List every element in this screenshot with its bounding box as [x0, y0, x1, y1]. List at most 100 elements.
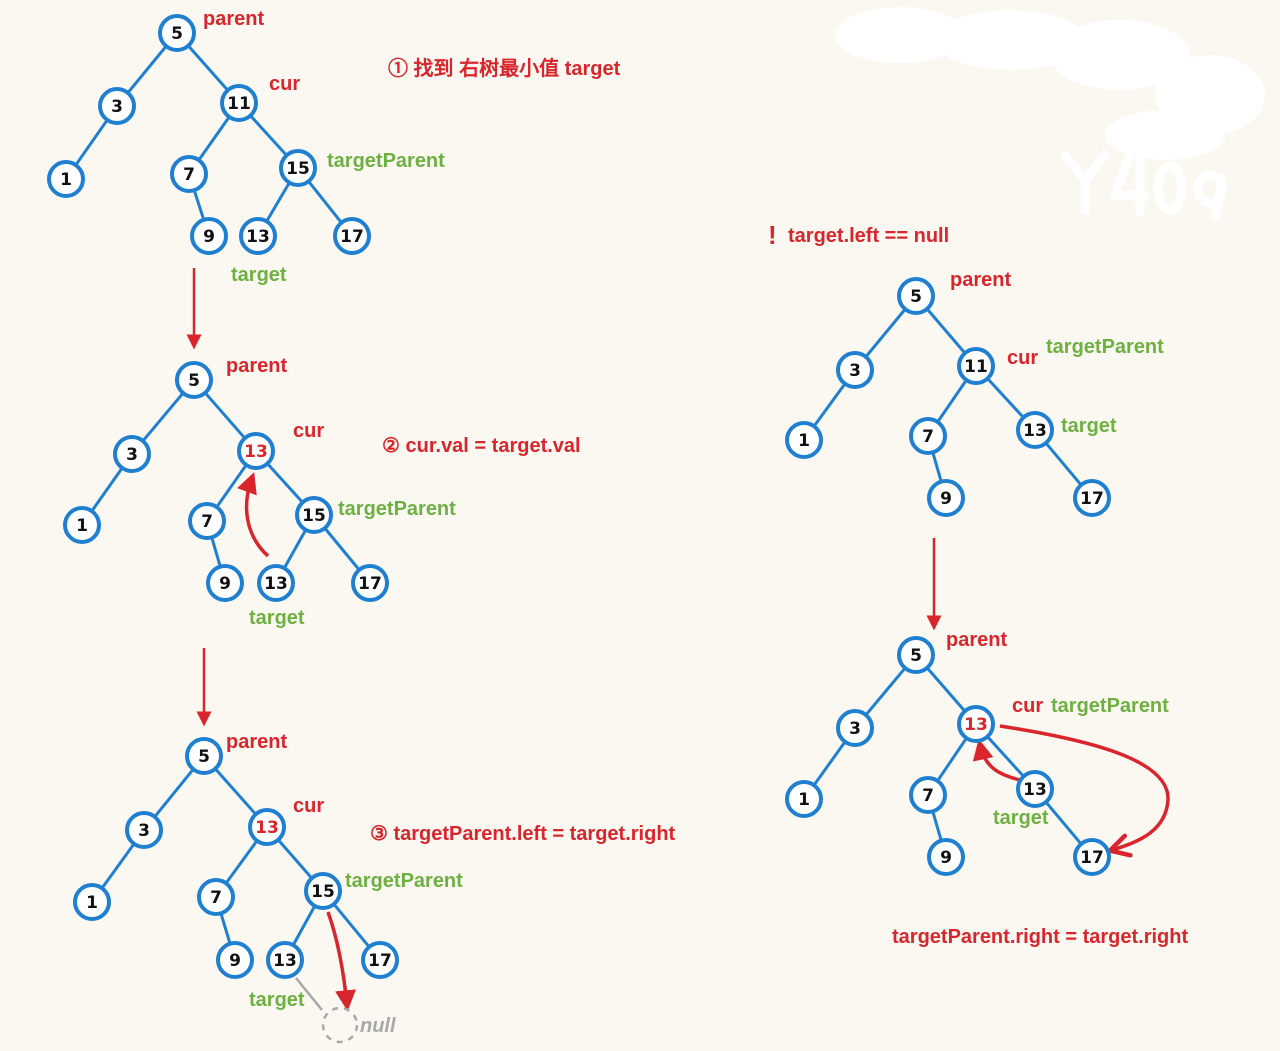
- node-circle: [248, 808, 286, 846]
- node-value: 3: [111, 97, 123, 117]
- node-value: 9: [229, 951, 241, 971]
- tree-4-node: 9: [927, 479, 965, 517]
- node-circle: [957, 705, 995, 743]
- tree-5-pointer-label: target: [993, 807, 1049, 829]
- node-circle: [1016, 411, 1054, 449]
- tree-3-pointer-label: target: [249, 989, 305, 1011]
- node-value: 7: [183, 165, 195, 185]
- tree-3-edge: [332, 902, 371, 949]
- step-2-caption: ② cur.val = target.val: [382, 435, 581, 457]
- tree-3-node: 1: [73, 883, 111, 921]
- tree-2-edge: [203, 391, 247, 440]
- tree-3-node: 5: [185, 737, 223, 775]
- tree-2-node: 7: [188, 502, 226, 540]
- node-value: 13: [244, 442, 268, 462]
- node-value: 13: [246, 227, 270, 247]
- copy-value-arrow: [237, 472, 270, 558]
- tree-2-edge: [210, 535, 222, 569]
- node-circle: [909, 417, 947, 455]
- tree-4-edge: [931, 450, 943, 484]
- node-circle: [125, 811, 163, 849]
- node-value: 13: [1023, 780, 1047, 800]
- tree-2-node: 13: [257, 564, 295, 602]
- tree-4-node: 7: [909, 417, 947, 455]
- tree-5-node: 9: [927, 838, 965, 876]
- tree-4-pointer-label: parent: [950, 269, 1011, 291]
- tree-5-node: 5: [897, 636, 935, 674]
- tree-1-node: 5: [158, 14, 196, 52]
- tree-1-node: 17: [333, 217, 371, 255]
- tree-5-edge: [931, 809, 943, 843]
- tree-2-edge: [265, 462, 305, 504]
- node-value: 1: [76, 516, 88, 536]
- node-value: 9: [940, 489, 952, 509]
- tree-1-pointer-label: target: [231, 264, 287, 286]
- node-value: 9: [203, 227, 215, 247]
- node-circle: [257, 564, 295, 602]
- node-value: 1: [60, 170, 72, 190]
- tree-5-edge: [925, 666, 967, 713]
- tree-5-edge: [936, 736, 968, 783]
- node-circle: [361, 941, 399, 979]
- tree-4-node: 3: [836, 351, 874, 389]
- node-circle: [1073, 479, 1111, 517]
- tree-4-edge: [812, 382, 847, 428]
- node-circle: [897, 636, 935, 674]
- tree-5-pointer-label: parent: [946, 629, 1007, 651]
- node-value: 17: [1080, 489, 1104, 509]
- tree-2-edge: [90, 466, 124, 513]
- tree-2-pointer-label: parent: [226, 355, 287, 377]
- tree-4-node: 13: [1016, 411, 1054, 449]
- node-circle: [295, 496, 333, 534]
- node-circle: [266, 941, 304, 979]
- tree-2-node: 5: [175, 361, 213, 399]
- node-value: 3: [849, 719, 861, 739]
- tree-3-node: 17: [361, 941, 399, 979]
- tree-5-node: 3: [836, 709, 874, 747]
- node-value: 9: [940, 848, 952, 868]
- tree-5-pointer-label: targetParent: [1051, 695, 1169, 717]
- tree-5-node: 7: [909, 776, 947, 814]
- null-node: [321, 1006, 359, 1044]
- tree-4-node: 11: [957, 347, 995, 385]
- tree-2-node: 17: [351, 564, 389, 602]
- node-value: 11: [227, 94, 251, 114]
- node-value: 15: [286, 159, 310, 179]
- node-value: 13: [255, 818, 279, 838]
- tree-3-node: 13: [248, 808, 286, 846]
- node-circle: [279, 149, 317, 187]
- tree-1-node: 15: [279, 149, 317, 187]
- node-value: 13: [1023, 421, 1047, 441]
- tree-4-node: 17: [1073, 479, 1111, 517]
- tree-2-pointer-label: targetParent: [338, 498, 456, 520]
- node-value: 7: [922, 427, 934, 447]
- tree-2-pointer-label: target: [249, 607, 305, 629]
- node-circle: [206, 564, 244, 602]
- node-circle: [175, 361, 213, 399]
- node-circle: [158, 14, 196, 52]
- node-circle: [98, 87, 136, 125]
- node-circle: [927, 838, 965, 876]
- tree-1-edge: [265, 181, 291, 223]
- tree-3-node: 15: [304, 872, 342, 910]
- tree-4-edge: [925, 307, 967, 355]
- tree-4-edge: [986, 376, 1025, 420]
- tree-4-node: 5: [897, 277, 935, 315]
- tree-4-pointer-label: cur: [1007, 347, 1038, 369]
- tree-5-node: 17: [1073, 838, 1111, 876]
- node-circle: [63, 506, 101, 544]
- node-value: 17: [340, 227, 364, 247]
- tree-5-node: 1: [785, 780, 823, 818]
- tree-1-pointer-label: cur: [269, 73, 300, 95]
- tree-3-edge: [224, 839, 259, 885]
- tree-4-edge: [864, 307, 907, 359]
- node-value: 5: [910, 287, 922, 307]
- node-value: 13: [264, 574, 288, 594]
- tree-3-node: 13: [266, 941, 304, 979]
- tree-5-edge: [985, 735, 1026, 778]
- tree-1-edge: [192, 188, 206, 222]
- node-circle: [190, 217, 228, 255]
